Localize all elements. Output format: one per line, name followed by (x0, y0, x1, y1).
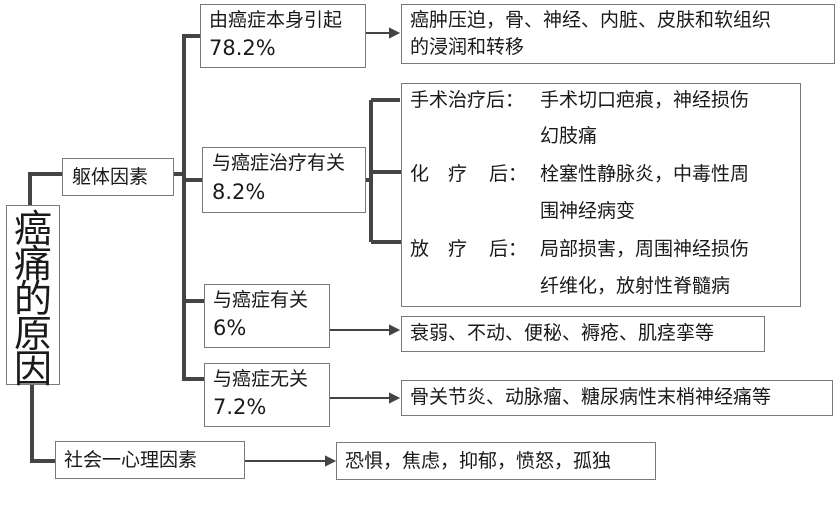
cancer-related-label: 与癌症有关 (213, 289, 309, 311)
chemo-line1: 栓塞性静脉炎，中毒性周 (540, 163, 750, 185)
arrow-head-unrelated (389, 392, 401, 404)
connector-root-social (30, 385, 55, 463)
body-factors-node (62, 158, 174, 196)
root-char-1: 癌 (14, 207, 53, 251)
social-node (55, 441, 245, 479)
chemo-key-char-2: 疗 (448, 163, 468, 185)
cancer-related-percent: 6% (213, 316, 247, 340)
cancer-itself-detail-line1: 癌肿压迫，骨、神经、内脏、皮肤和软组织 (410, 9, 772, 31)
surgery-line2: 幻肢痛 (540, 125, 598, 147)
unrelated-label: 与癌症无关 (213, 368, 309, 390)
social-detail-box (336, 442, 656, 480)
chemo-line2: 围神经病变 (540, 200, 636, 222)
unrelated-detail: 骨关节炎、动脉瘤、糖尿病性末梢神经痛等 (410, 386, 772, 408)
treatment-label: 与癌症治疗有关 (212, 152, 346, 174)
radio-key-char-3: 后： (489, 238, 528, 260)
unrelated-detail-box (401, 380, 833, 416)
root-char-4: 原 (14, 312, 53, 356)
connector-root-body (28, 172, 62, 205)
radio-line1: 局部损害，周围神经损伤 (540, 238, 750, 260)
radio-key-char-1: 放 (410, 238, 430, 260)
cancer-related-node (204, 284, 330, 348)
arrow-head-social (325, 455, 337, 467)
cancer-related-detail: 衰弱、不动、便秘、褥疮、肌痉挛等 (410, 322, 715, 344)
root-node (6, 205, 60, 385)
body-factors-label: 躯体因素 (72, 166, 149, 188)
treatment-node (202, 147, 366, 213)
cancer-related-detail-box (401, 316, 765, 352)
arrow-head-cancer-related (389, 324, 401, 336)
radio-line2: 纤维化，放射性脊髓病 (540, 275, 731, 297)
chemo-key-char-1: 化 (410, 163, 430, 185)
unrelated-percent: 7.2% (213, 395, 267, 419)
cancer-itself-percent: 78.2% (209, 36, 276, 60)
cancer-itself-node (200, 4, 366, 68)
cancer-itself-detail-line2: 的浸润和转移 (410, 36, 525, 58)
root-char-2: 痛 (14, 242, 53, 286)
cancer-itself-detail-box (401, 4, 835, 64)
chemo-key-char-3: 后： (489, 163, 528, 185)
unrelated-node (204, 363, 330, 427)
surgery-line1: 手术切口疤痕，神经损伤 (540, 89, 750, 111)
social-detail: 恐惧，焦虑，抑郁，愤怒，孤独 (345, 450, 612, 472)
cancer-itself-label: 由癌症本身引起 (209, 9, 343, 31)
surgery-key: 手术治疗后： (410, 89, 525, 111)
root-char-3: 的 (14, 277, 53, 321)
radio-key-char-2: 疗 (448, 238, 468, 260)
arrow-head-cancer-itself (389, 27, 401, 39)
treatment-percent: 8.2% (212, 180, 266, 204)
treatment-detail-box (401, 83, 801, 307)
root-char-5: 因 (14, 347, 53, 391)
social-label: 社会一心理因素 (64, 449, 198, 471)
